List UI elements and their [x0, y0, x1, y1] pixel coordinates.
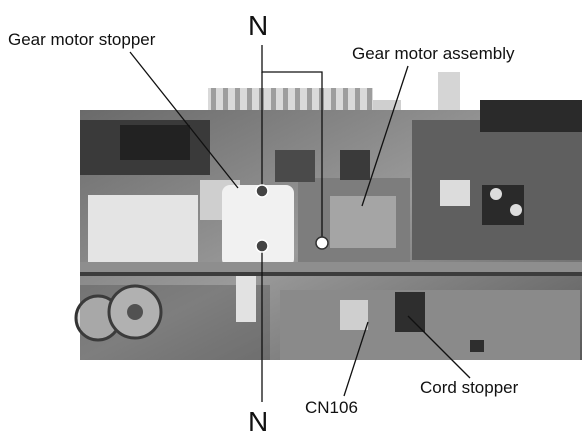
n-top-bracket-marker [315, 236, 329, 250]
cord-stopper-label: Cord stopper [420, 378, 519, 397]
leader-lines [129, 45, 471, 402]
n-top-screw-marker [255, 184, 269, 198]
gear-motor-assembly-leader [361, 65, 409, 207]
n-bottom-label: N [248, 406, 269, 437]
n-top-bracket [261, 45, 323, 240]
gear-motor-assembly-label: Gear motor assembly [352, 44, 515, 63]
circuit-board-photo [74, 100, 582, 360]
cord-stopper-leader [407, 315, 471, 379]
n-bottom-screw-marker [255, 239, 269, 253]
n-top-label: N [248, 10, 269, 41]
gear-motor-stopper-label: Gear motor stopper [8, 30, 156, 49]
gear-motor-stopper-leader [129, 51, 239, 189]
cn106-leader [343, 321, 369, 397]
cn106-label: CN106 [305, 398, 358, 417]
